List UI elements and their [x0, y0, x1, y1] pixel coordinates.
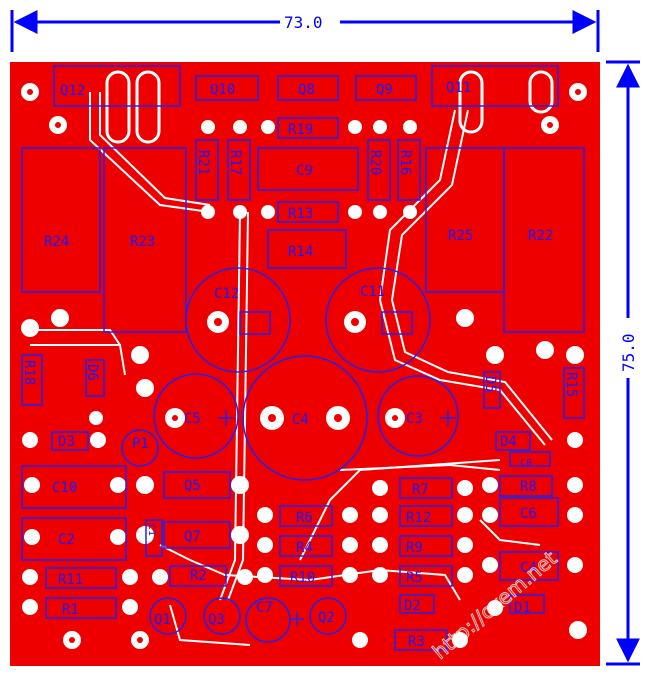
resistor-label-boxes	[45, 117, 553, 651]
label-r12: R12	[406, 510, 431, 526]
label-r15: R15	[563, 372, 579, 397]
label-q9: Q9	[376, 82, 393, 98]
label-r24: R24	[44, 234, 69, 250]
height-dimension-label: 75.0	[619, 333, 638, 372]
label-d1: D1	[514, 600, 531, 616]
width-dimension-label: 73.0	[284, 13, 323, 32]
label-q3: Q3	[208, 612, 225, 628]
label-r20: R20	[367, 150, 383, 175]
label-q7: Q7	[184, 529, 201, 545]
label-c11: C11	[360, 284, 385, 300]
label-c4: C4	[292, 412, 309, 428]
label-r19: R19	[288, 122, 313, 138]
label-r1: R1	[62, 602, 79, 618]
label-r3: R3	[408, 634, 425, 650]
label-r16: R16	[397, 150, 413, 175]
label-c3: C3	[406, 411, 423, 427]
label-c2: C2	[58, 532, 75, 548]
label-r17: R17	[227, 150, 243, 175]
label-q12: Q12	[60, 83, 85, 99]
label-c4b: C4	[520, 560, 537, 576]
label-q2: Q2	[318, 610, 335, 626]
label-c9: C9	[296, 163, 313, 179]
label-r8: R8	[520, 479, 537, 495]
label-q5: Q5	[184, 478, 201, 494]
label-c5: C5	[184, 411, 201, 427]
component-outlines	[21, 65, 585, 643]
label-c8: C8	[520, 458, 532, 469]
label-q1: Q1	[154, 612, 171, 628]
label-r23: R23	[130, 234, 155, 250]
label-r25: R25	[448, 228, 473, 244]
label-r10: R10	[290, 570, 315, 586]
label-r11: R11	[58, 572, 83, 588]
label-d4: D4	[500, 434, 517, 450]
label-r4: R4	[296, 540, 313, 556]
label-p1: P1	[132, 436, 149, 452]
polarity-marks	[218, 311, 456, 626]
label-q8: Q8	[298, 82, 315, 98]
label-r6: R6	[296, 510, 313, 526]
label-r13: R13	[288, 206, 313, 222]
label-r5: R5	[406, 570, 423, 586]
label-d3: D3	[58, 434, 75, 450]
label-r9: R9	[406, 540, 423, 556]
label-d5: D5	[482, 376, 498, 393]
label-r7: R7	[412, 482, 429, 498]
label-c12: C12	[214, 286, 239, 302]
label-c10: C10	[52, 480, 77, 496]
label-q10: Q10	[210, 82, 235, 98]
label-q11: Q11	[446, 80, 471, 96]
dimension-lines	[10, 9, 640, 666]
label-r22: R22	[528, 228, 553, 244]
pad-holes	[27, 89, 581, 643]
label-r14: R14	[288, 244, 313, 260]
power-transistor-pads	[105, 70, 554, 144]
label-r2: R2	[190, 568, 207, 584]
label-d2: D2	[404, 598, 421, 614]
label-r21: R21	[195, 150, 211, 175]
copper-traces	[30, 92, 553, 646]
label-c7: C7	[256, 600, 273, 616]
label-c6: C6	[520, 506, 537, 522]
label-d6: D6	[84, 364, 100, 381]
label-c1: C1	[146, 524, 157, 536]
component-labels: Q12 Q10 Q8 Q9 Q11 R19 R13 C9 R14 R21 R17…	[21, 80, 579, 650]
label-r18: R18	[21, 360, 37, 385]
